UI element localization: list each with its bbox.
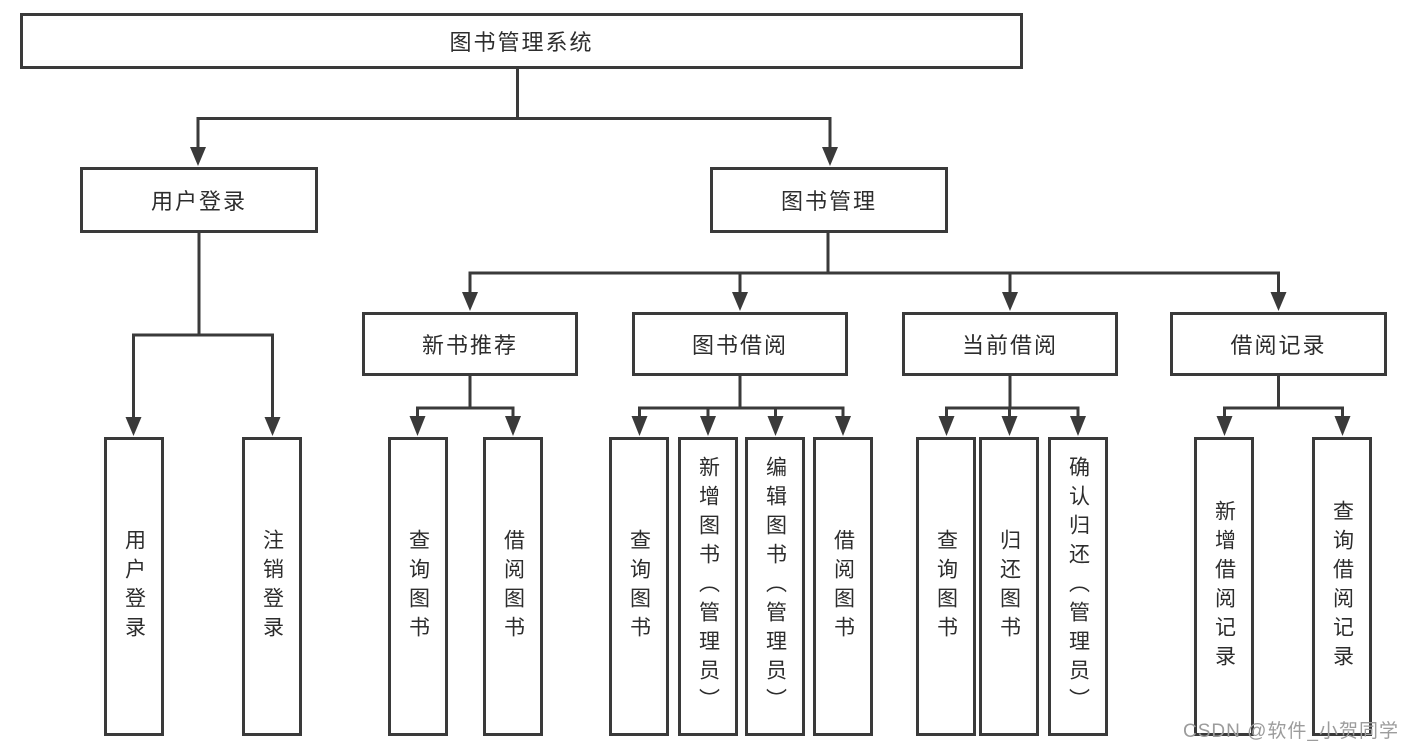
node-label: 借阅图书	[831, 528, 855, 645]
node-label: 新书推荐	[421, 333, 518, 358]
node-label: 当前借阅	[961, 333, 1058, 358]
node-label: 图书管理系统	[449, 30, 594, 55]
node-label: 图书借阅	[691, 333, 788, 358]
node-label: 编辑图书（管理员）	[763, 456, 787, 717]
connector-current-borrow-children	[938, 376, 1086, 436]
connector-root-to-level2	[190, 69, 838, 166]
node-label: 归还图书	[997, 528, 1021, 645]
leaf-confirm-return-admin: 确认归还（管理员）	[1048, 437, 1108, 736]
leaf-borrow-books-under-new-book: 借阅图书	[483, 437, 543, 736]
leaf-query-books-under-current-borrow: 查询图书	[916, 437, 976, 736]
node-label: 用户登录	[150, 189, 247, 214]
node-label: 确认归还（管理员）	[1066, 456, 1090, 717]
leaf-add-borrow-record: 新增借阅记录	[1194, 437, 1254, 736]
leaf-add-book-admin: 新增图书（管理员）	[678, 437, 738, 736]
node-label: 图书管理	[780, 189, 877, 214]
connector-new-book-children	[409, 376, 521, 436]
node-label: 新增图书（管理员）	[696, 456, 720, 717]
csdn-watermark: CSDN @软件_小贺同学	[1183, 721, 1399, 742]
node-current-borrowing: 当前借阅	[902, 312, 1118, 376]
leaf-borrow-books-under-book-borrow: 借阅图书	[813, 437, 873, 736]
leaf-logout: 注销登录	[242, 437, 302, 736]
node-label: 借阅记录	[1230, 333, 1327, 358]
node-user-login: 用户登录	[80, 167, 318, 233]
connector-book-mgmt-children	[462, 233, 1287, 311]
leaf-query-books-under-book-borrow: 查询图书	[609, 437, 669, 736]
node-label: 查询图书	[934, 528, 958, 645]
leaf-edit-book-admin: 编辑图书（管理员）	[745, 437, 805, 736]
node-label: 用户登录	[122, 528, 146, 645]
node-label: 查询图书	[627, 528, 651, 645]
leaf-query-borrow-record: 查询借阅记录	[1312, 437, 1372, 736]
node-borrowing-records: 借阅记录	[1170, 312, 1387, 376]
connector-user-login-children	[125, 233, 281, 436]
leaf-return-book: 归还图书	[979, 437, 1039, 736]
leaf-user-login: 用户登录	[104, 437, 164, 736]
node-label: 新增借阅记录	[1212, 499, 1236, 674]
leaf-query-books-under-new-book: 查询图书	[388, 437, 448, 736]
node-label: 查询图书	[406, 528, 430, 645]
node-book-borrowing: 图书借阅	[632, 312, 848, 376]
connector-book-borrow-children	[631, 376, 851, 436]
node-book-management: 图书管理	[710, 167, 948, 233]
node-new-book-recommendation: 新书推荐	[362, 312, 578, 376]
node-label: 借阅图书	[501, 528, 525, 645]
node-library-management-system: 图书管理系统	[20, 13, 1023, 69]
node-label: 查询借阅记录	[1330, 499, 1354, 674]
node-label: 注销登录	[260, 528, 284, 645]
connector-borrow-record-children	[1216, 376, 1351, 436]
